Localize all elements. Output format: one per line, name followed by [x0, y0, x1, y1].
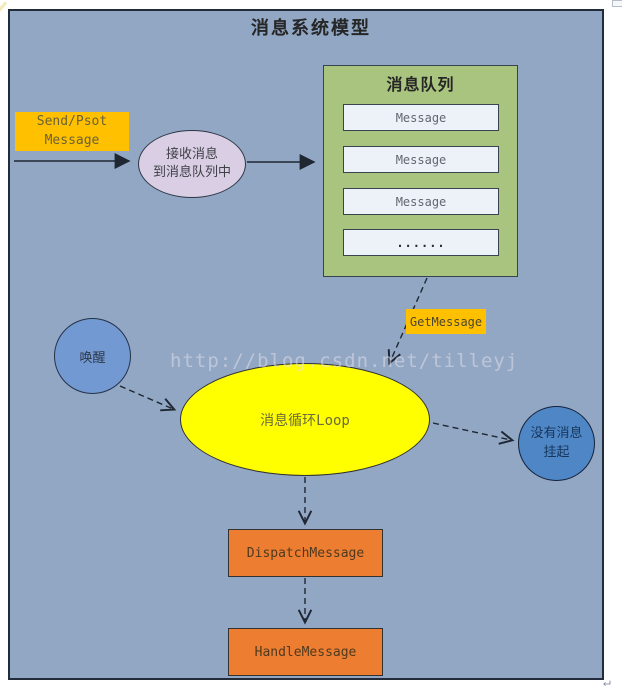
message-loop-ellipse: 消息循环Loop	[180, 363, 430, 476]
message-queue-item: Message	[343, 188, 499, 215]
receive-message-ellipse: 接收消息 到消息队列中	[138, 130, 246, 198]
message-queue-item-ellipsis: ......	[343, 229, 499, 256]
get-message-label: GetMessage	[406, 309, 486, 334]
handle-message-box: HandleMessage	[228, 628, 383, 676]
send-post-message-box: Send/Psot Message	[15, 112, 129, 151]
paragraph-mark: ↵	[603, 675, 611, 690]
corner-speck	[0, 1, 8, 12]
dispatch-message-box: DispatchMessage	[228, 529, 383, 577]
diagram-title: 消息系统模型	[251, 18, 371, 39]
message-queue-item: Message	[343, 104, 499, 131]
no-message-pending-circle: 没有消息 挂起	[518, 406, 595, 481]
page-edge-fragment	[612, 0, 622, 7]
message-queue-item: Message	[343, 146, 499, 173]
wake-up-circle: 唤醒	[54, 318, 131, 394]
message-queue-title: 消息队列	[386, 75, 455, 94]
